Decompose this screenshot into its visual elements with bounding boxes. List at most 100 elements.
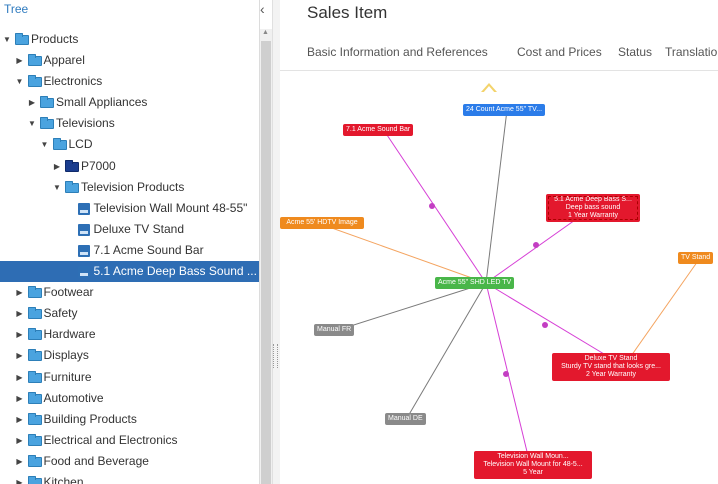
folder-icon [27, 433, 42, 446]
item-icon [77, 223, 90, 236]
tree-node[interactable]: 7.1 Acme Sound Bar [0, 240, 259, 261]
edge-arrow-dot [503, 371, 509, 377]
tree-node[interactable]: ▶ Furniture [0, 367, 259, 388]
tree-node-label: Televisions [56, 116, 115, 131]
relationship-graph[interactable]: 24 Count Acme 55" TV... 7.1 Acme Sound B… [280, 72, 718, 484]
tree-node-label: Food and Beverage [43, 453, 149, 468]
graph-node-manual-fr[interactable]: Manual FR [314, 324, 355, 336]
tree-node-label: 7.1 Acme Sound Bar [93, 242, 204, 257]
caret-right-icon[interactable]: ▶ [53, 161, 61, 171]
chevron-left-icon[interactable]: ‹ [260, 1, 265, 17]
tree-node-label: 5.1 Acme Deep Bass Sound ... [93, 264, 257, 279]
caret-right-icon[interactable]: ▶ [16, 372, 23, 382]
graph-node-tv24[interactable]: 24 Count Acme 55" TV... [463, 104, 546, 116]
caret-right-icon[interactable]: ▶ [16, 309, 23, 319]
tree-panel: ▼ Products ▶ Apparel ▼Electronics ▶ Small Appl… [0, 0, 260, 484]
graph-node-wall-mount[interactable]: Television Wall Moun... Television Wall … [474, 451, 592, 479]
tree-node[interactable]: ▶ Small Appliances [0, 92, 259, 113]
folder-icon [65, 180, 79, 193]
tree-node-label: Safety [43, 306, 78, 321]
graph-node-hdtv[interactable]: Acme 55' HDTV Image [280, 217, 364, 229]
caret-right-icon[interactable]: ▶ [16, 330, 23, 340]
page-title: Sales Item [307, 3, 388, 22]
tree-node[interactable]: ▶P7000 [0, 156, 259, 177]
caret-right-icon[interactable]: ▶ [16, 435, 23, 445]
tree-node[interactable]: ▼ Televisions [0, 113, 259, 134]
tree-node[interactable]: 5.1 Acme Deep Bass Sound ... [0, 261, 259, 283]
tree-node-label: Displays [43, 348, 89, 363]
caret-right-icon[interactable]: ▶ [16, 477, 23, 484]
tree-node-label: LCD [68, 137, 93, 152]
graph-node-soundbar[interactable]: 7.1 Acme Sound Bar [343, 124, 414, 136]
folder-icon [52, 138, 67, 151]
graph-node-tv-stand[interactable]: TV Stand [678, 252, 714, 264]
tab-translations[interactable]: Translatio [665, 45, 718, 59]
caret-down-icon[interactable]: ▼ [3, 35, 11, 44]
caret-right-icon[interactable]: ▶ [16, 56, 23, 66]
folder-icon [27, 349, 42, 362]
graph-node-center[interactable]: Acme 55" SHD LED TV [435, 277, 515, 289]
tree-scrollbar[interactable]: ▲ [260, 29, 272, 484]
tree-node[interactable]: ▶ Displays [0, 345, 259, 366]
item-icon [77, 244, 90, 257]
tree-node[interactable]: ▶Electrical and Electronics [0, 430, 259, 451]
tree-node[interactable]: Television Wall Mount 48-55" [0, 198, 259, 219]
tree-node[interactable]: ▶ Safety [0, 303, 259, 324]
tab-status[interactable]: Status [618, 45, 653, 59]
tree-node[interactable]: ▶Building Products [0, 409, 259, 430]
tree-node-label: Automotive [43, 390, 104, 405]
tree-node-label: Apparel [43, 53, 85, 68]
tree-title: Tree [4, 2, 29, 16]
folder-icon [27, 54, 42, 67]
folder-icon [27, 370, 42, 383]
tree-node[interactable]: ▼ Products [0, 29, 259, 50]
caret-right-icon[interactable]: ▶ [16, 393, 23, 403]
caret-down-icon[interactable]: ▼ [28, 119, 36, 129]
tree-node[interactable]: ▼Electronics [0, 71, 259, 92]
tree-node[interactable]: ▼Television Products [0, 177, 259, 198]
tree-node-label: Small Appliances [56, 95, 148, 110]
tree-node-label: Television Wall Mount 48-55" [93, 200, 248, 215]
splitter-grip-icon[interactable] [273, 344, 278, 368]
folder-icon [27, 75, 42, 88]
folder-icon [27, 412, 42, 425]
edge-center-manualde [406, 282, 487, 419]
panel-splitter[interactable] [272, 0, 280, 484]
tree: ▼ Products ▶ Apparel ▼Electronics ▶ Small Appl… [0, 29, 259, 484]
item-icon [77, 202, 90, 215]
graph-node-deluxe-stand[interactable]: Deluxe TV Stand Sturdy TV stand that loo… [552, 353, 670, 381]
tree-node[interactable]: ▶ Hardware [0, 324, 259, 345]
tree-node-label: Products [31, 32, 79, 46]
caret-right-icon[interactable]: ▶ [16, 456, 23, 466]
caret-down-icon[interactable]: ▼ [40, 140, 49, 150]
scroll-up-icon[interactable]: ▲ [262, 29, 269, 36]
edge-center-hdtv [314, 221, 487, 284]
tree-node[interactable]: ▶ Kitchen [0, 472, 259, 484]
caret-right-icon[interactable]: ▶ [16, 414, 23, 424]
tab-cost-and-prices[interactable]: Cost and Prices [517, 45, 602, 59]
tree-node[interactable]: ▶ Apparel [0, 50, 259, 71]
edge-arrow-dot [542, 322, 548, 328]
caret-down-icon[interactable]: ▼ [15, 77, 24, 87]
caret-right-icon[interactable]: ▶ [28, 98, 36, 108]
tree-node[interactable]: ▼ LCD [0, 134, 259, 155]
graph-node-deepbass[interactable]: 5.1 Acme Deep Bass S... Deep bass sound … [546, 194, 640, 222]
scroll-thumb[interactable] [261, 41, 271, 484]
folder-icon [27, 391, 42, 404]
caret-right-icon[interactable]: ▶ [16, 288, 23, 298]
edge-center-deluxe [485, 282, 625, 367]
tree-node[interactable]: Deluxe TV Stand [0, 219, 259, 240]
tree-node-label: Kitchen [43, 474, 84, 484]
graph-node-manual-de[interactable]: Manual DE [385, 413, 426, 425]
folder-icon [40, 117, 54, 130]
tree-node[interactable]: ▶ Automotive [0, 388, 259, 409]
tab-basic-information[interactable]: Basic Information and References [307, 45, 488, 59]
caret-right-icon[interactable]: ▶ [16, 351, 23, 361]
edge-deluxe-tvstand [623, 257, 701, 367]
tree-node-label: Furniture [43, 369, 92, 384]
tree-node[interactable]: ▶ Food and Beverage [0, 451, 259, 472]
tree-node[interactable]: ▶Footwear [0, 282, 259, 303]
tab-bar: Basic Information and References Cost an… [280, 44, 718, 93]
tree-node-label: Hardware [43, 327, 96, 342]
caret-down-icon[interactable]: ▼ [53, 182, 61, 192]
